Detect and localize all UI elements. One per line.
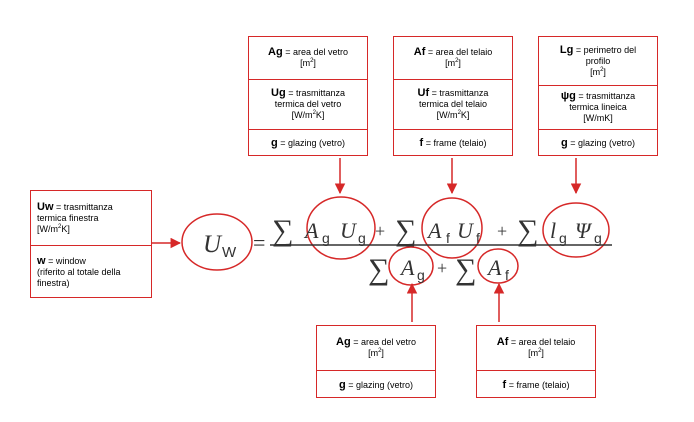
highlight-circles	[181, 196, 610, 286]
psi-linear-transmittance-definition: ψg = trasmittanza termica lineica [W/mK]	[539, 85, 657, 129]
numerator-u: U	[340, 218, 358, 243]
formula-equals: =	[253, 230, 265, 255]
numerator-sigma-1: ∑	[272, 214, 293, 247]
w-window-definition: w = window (riferito al totale della fin…	[31, 245, 151, 299]
highlight-af-denominator	[477, 248, 519, 284]
numerator-psi: Ψ	[575, 218, 593, 243]
highlight-ag-ug	[306, 196, 376, 260]
uw-transmittance-definition: Uw = trasmittanza termica finestra [W/m2…	[37, 200, 113, 234]
denominator-sigma-1: ∑	[368, 253, 389, 286]
g-glazing-definition: g = glazing (vetro)	[249, 129, 367, 157]
numerator-l: l	[550, 218, 556, 243]
formula-lhs-u: U	[203, 231, 223, 258]
f-frame-definition: f = frame (telaio)	[394, 129, 512, 157]
ag-area-definition: Ag = area del vetro [m2]	[268, 46, 348, 69]
uf-transmittance-definition: Uf = trasmittanza termica del telaio [W/…	[394, 79, 512, 129]
f-frame-definition: f = frame (telaio)	[477, 370, 595, 399]
definition-box-frame: Af = area del telaio [m2] Uf = trasmitta…	[393, 36, 513, 156]
denominator-sub-g: g	[417, 267, 425, 283]
numerator-plus-2: +	[497, 221, 507, 241]
denominator-plus: +	[437, 258, 447, 278]
highlight-uw	[181, 213, 253, 271]
g-glazing-definition: g = glazing (vetro)	[539, 129, 657, 157]
definition-box-frame-denominator: Af = area del telaio [m2] f = frame (tel…	[476, 325, 596, 398]
definition-box-glass-denominator: Ag = area del vetro [m2] g = glazing (ve…	[316, 325, 436, 398]
highlight-af-uf	[421, 197, 483, 259]
numerator-sigma-3: ∑	[517, 214, 538, 247]
numerator-a: A	[426, 218, 442, 243]
denominator-sub-f: f	[505, 267, 509, 283]
numerator-u: U	[457, 218, 475, 243]
formula-lhs-sub-w: W	[222, 244, 237, 261]
numerator-sub-g: g	[594, 230, 602, 246]
af-area-definition: Af = area del telaio [m2]	[496, 336, 576, 359]
ag-area-definition: Ag = area del vetro [m2]	[336, 336, 416, 359]
numerator-sub-f: f	[476, 230, 480, 246]
g-glazing-definition: g = glazing (vetro)	[317, 370, 435, 399]
numerator-plus-1: +	[375, 221, 385, 241]
definition-box-window: Uw = trasmittanza termica finestra [W/m2…	[30, 190, 152, 298]
numerator-sub-f: f	[446, 230, 450, 246]
lg-perimeter-definition: Lg = perimetro del profilo [m2]	[559, 43, 637, 77]
definition-box-linear: Lg = perimetro del profilo [m2] ψg = tra…	[538, 36, 658, 156]
af-area-definition: Af = area del telaio [m2]	[413, 46, 493, 69]
highlight-lg-psig	[542, 202, 610, 258]
numerator-sub-g: g	[322, 230, 330, 246]
highlight-ag-denominator	[388, 246, 434, 286]
denominator-a: A	[486, 255, 502, 280]
numerator-sub-g: g	[559, 230, 567, 246]
numerator-sub-g: g	[358, 230, 366, 246]
definition-box-glass: Ag = area del vetro [m2] Ug = trasmittan…	[248, 36, 368, 156]
denominator-a: A	[399, 255, 415, 280]
numerator-a: A	[303, 218, 319, 243]
numerator-sigma-2: ∑	[395, 214, 416, 247]
denominator-sigma-2: ∑	[455, 253, 476, 286]
connector-arrows	[152, 158, 582, 322]
ug-transmittance-definition: Ug = trasmittanza termica del vetro [W/m…	[249, 79, 367, 129]
